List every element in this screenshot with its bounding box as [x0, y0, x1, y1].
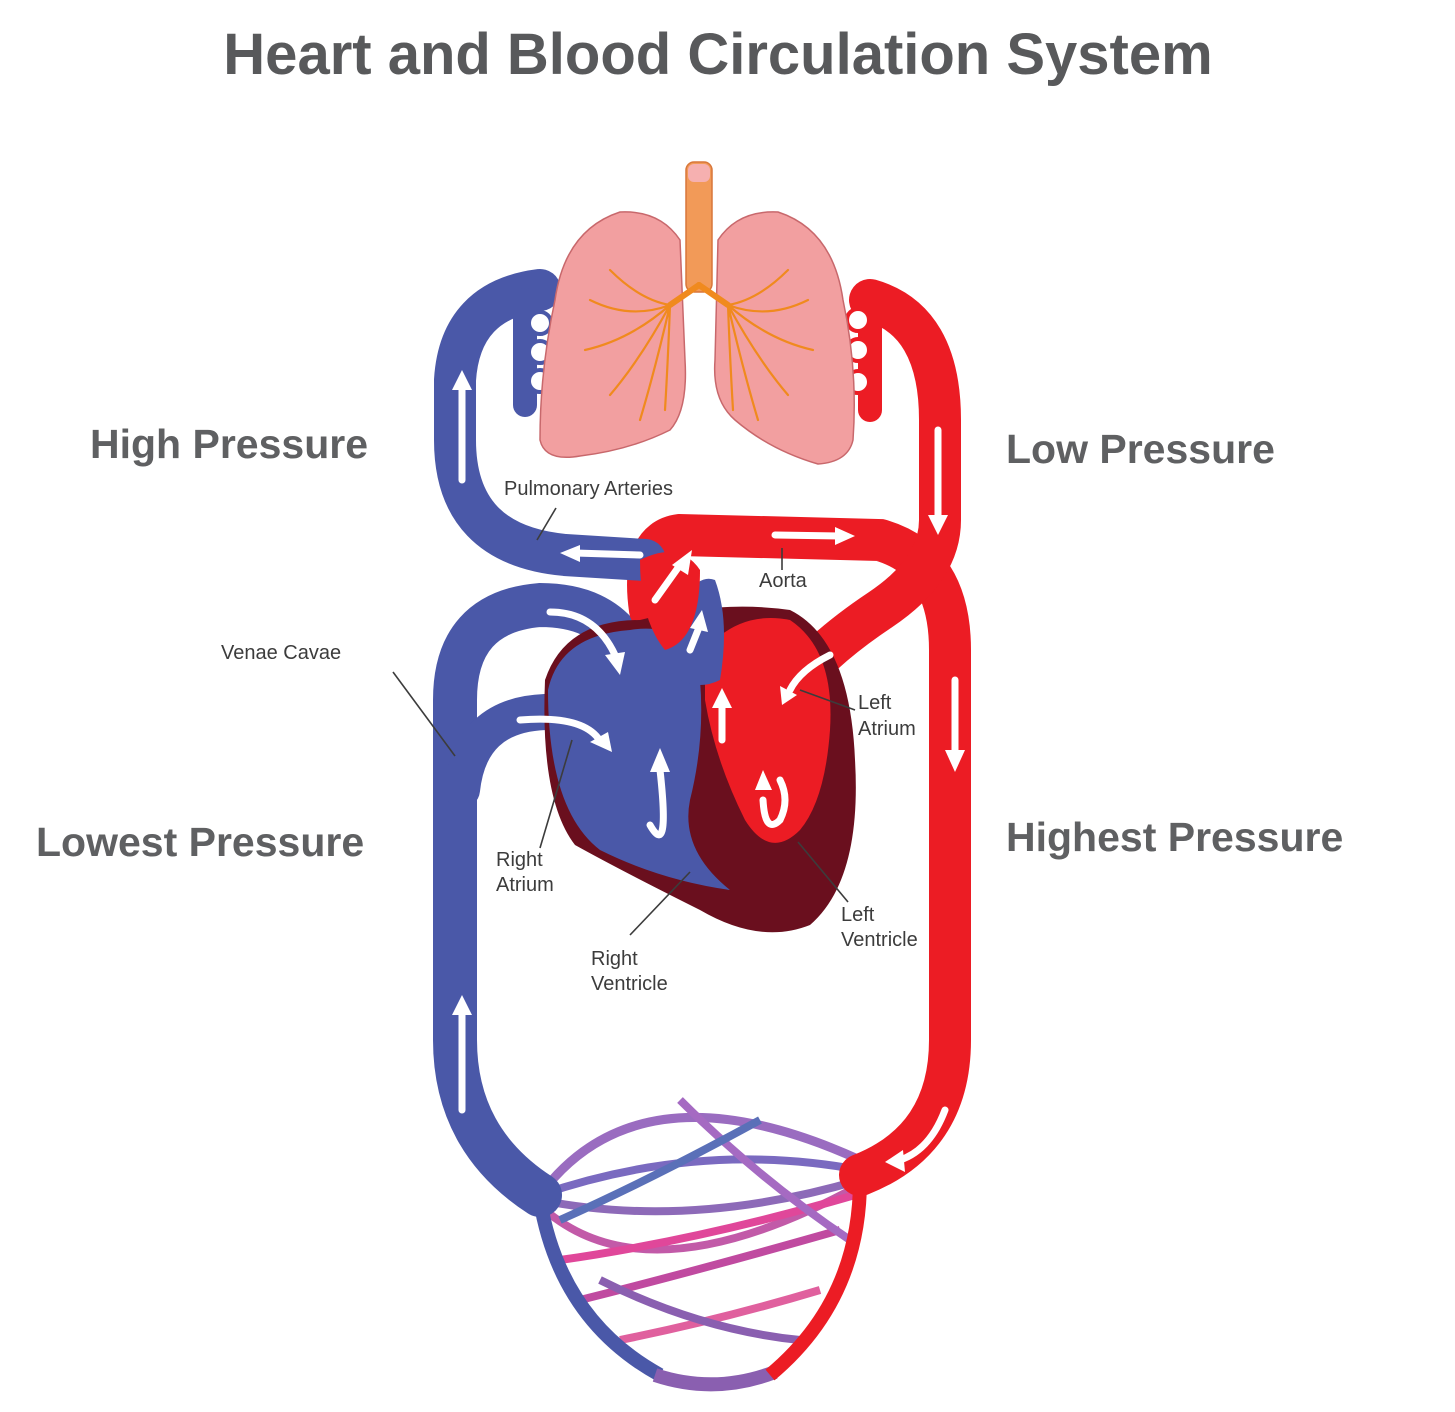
right-side-chambers [548, 628, 730, 890]
flow-arrows [452, 370, 965, 1172]
anatomy-labels: Pulmonary Arteries Aorta Venae Cavae Lef… [221, 478, 918, 995]
page-title: Heart and Blood Circulation System [223, 22, 1212, 87]
label-left-ventricle-line2: Ventricle [841, 929, 918, 951]
label-left-atrium-line2: Atrium [858, 718, 916, 740]
lowest-pressure-label: Lowest Pressure [36, 819, 364, 865]
lungs [539, 161, 855, 465]
left-lung [539, 211, 687, 458]
bronchi [583, 268, 815, 422]
trachea [685, 161, 713, 293]
high-pressure-label: High Pressure [90, 421, 368, 467]
label-left-ventricle-line1: Left [841, 904, 875, 926]
label-right-atrium-line1: Right [496, 849, 543, 871]
aortic-arch-base [640, 552, 700, 650]
label-pulmonary-arteries: Pulmonary Arteries [504, 478, 673, 500]
low-pressure-label: Low Pressure [1006, 426, 1275, 472]
label-right-atrium-line2: Atrium [496, 874, 554, 896]
systemic-capillary-bed [533, 1097, 867, 1392]
highest-pressure-label: Highest Pressure [1006, 814, 1343, 860]
label-left-atrium-line1: Left [858, 692, 892, 714]
label-right-ventricle-line1: Right [591, 948, 638, 970]
label-venae-cavae: Venae Cavae [221, 642, 341, 664]
right-lung [713, 211, 855, 465]
heart [544, 552, 856, 933]
label-aorta: Aorta [759, 570, 808, 592]
label-right-ventricle-line2: Ventricle [591, 973, 668, 995]
